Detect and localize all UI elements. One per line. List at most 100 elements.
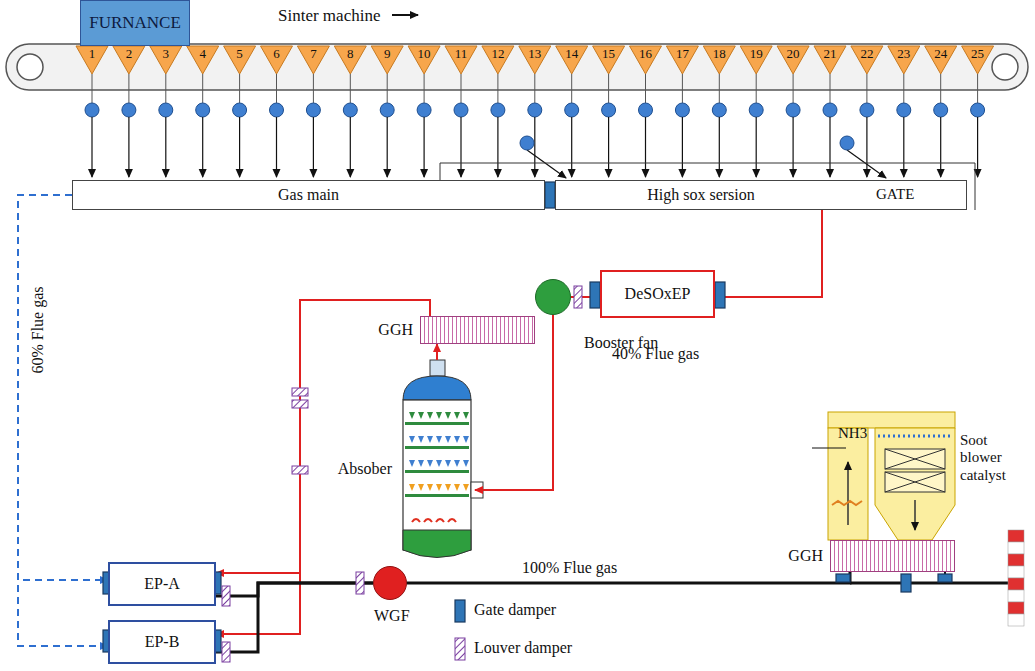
sinter-belt (6, 44, 1028, 90)
ep-box: EP-A (108, 562, 216, 606)
windbox (187, 46, 219, 74)
windbox-number: 21 (824, 47, 837, 62)
windbox-stem (866, 74, 867, 103)
absorber-tower: Absober (400, 360, 484, 565)
windbox-number: 14 (565, 47, 578, 62)
windbox-valve (159, 103, 173, 117)
nh3-feed (812, 448, 846, 449)
windbox-stem (387, 74, 388, 103)
windbox-number: 2 (126, 47, 133, 62)
windbox-number: 13 (528, 47, 541, 62)
louver-damper (292, 466, 308, 474)
windbox-stem (608, 74, 609, 103)
windbox (925, 46, 957, 74)
windbox (593, 46, 625, 74)
flow-arrow (792, 117, 793, 177)
flow-arrow (608, 117, 609, 177)
catalyst-cross (885, 472, 945, 492)
windbox-stem (128, 74, 129, 103)
windbox-stem (645, 74, 646, 103)
windbox (371, 46, 403, 74)
tower-dome (403, 376, 471, 400)
windbox (261, 46, 293, 74)
gas-inlet-flow (412, 519, 420, 522)
flow-arrow (571, 117, 572, 177)
flow-arrow (497, 117, 498, 177)
windbox (851, 46, 883, 74)
node-caption: Absober (338, 460, 392, 478)
stack-band (1008, 566, 1024, 578)
windbox (777, 46, 809, 74)
windbox-number: 23 (897, 47, 910, 62)
windbox (556, 46, 588, 74)
spray-drop (463, 484, 469, 491)
booster-fan: Booster fan (535, 279, 571, 315)
windbox-valve (85, 103, 99, 117)
spray-drop (445, 460, 451, 467)
node-label: EP-B (145, 633, 180, 651)
windbox (76, 46, 108, 74)
branch-line (847, 150, 886, 178)
gate-damper (455, 600, 465, 622)
flow-connector (715, 210, 822, 297)
windbox-number: 3 (163, 47, 170, 62)
flow-arrow (424, 117, 425, 177)
flow-arrow (534, 117, 535, 177)
node-caption: GGH (788, 547, 823, 565)
gas-inlet-flow (448, 519, 456, 522)
spray-level (405, 494, 469, 497)
flow-arrow (682, 117, 683, 177)
flow-share-label: 100% Flue gas (522, 559, 617, 577)
catalyst-layer (885, 449, 945, 469)
reactor-body (875, 428, 955, 540)
windbox-valve (786, 103, 800, 117)
belt-pulley (992, 54, 1018, 80)
flow-connector (216, 583, 373, 652)
windbox-valve (270, 103, 284, 117)
branch-line (527, 150, 566, 178)
windbox-valve (602, 103, 616, 117)
gate-damper (901, 574, 911, 592)
windbox-stem (92, 74, 93, 103)
windbox-number: 25 (971, 47, 984, 62)
windbox-valve (528, 103, 542, 117)
windbox-number: 5 (236, 47, 243, 62)
windbox-number: 12 (491, 47, 504, 62)
windbox-number: 24 (934, 47, 947, 62)
spray-level (405, 470, 469, 473)
tower-sump (403, 530, 471, 558)
windbox-valve (934, 103, 948, 117)
flow-arrow (128, 117, 129, 177)
windbox-valve (380, 103, 394, 117)
stack-band (1008, 602, 1024, 614)
flow-arrow (977, 117, 978, 177)
flow-connector (216, 300, 430, 573)
flow-arrow (313, 117, 314, 177)
ggh-heater: GGH (420, 316, 535, 344)
spray-drop (454, 484, 460, 491)
legend-text: Gate damper (474, 601, 556, 619)
windbox-stem (977, 74, 978, 103)
windbox-stem (793, 74, 794, 103)
windbox-valve (306, 103, 320, 117)
spray-drop (409, 460, 415, 467)
windbox-number: 4 (199, 47, 206, 62)
flow-connector (18, 195, 108, 646)
flow-arrow (165, 117, 166, 177)
wgf-fan: WGF (373, 566, 407, 600)
ggh-heater: GGH (830, 540, 955, 572)
windbox-number: 16 (639, 47, 652, 62)
stack-band (1008, 542, 1024, 554)
windbox (703, 46, 735, 74)
windbox-valve (749, 103, 763, 117)
diagram-label: Sinter machine (278, 6, 380, 26)
flow-connector (216, 583, 373, 596)
windbox (150, 46, 182, 74)
windbox-valve (712, 103, 726, 117)
node-label: High sox sersion (647, 186, 755, 204)
spray-drop (418, 412, 424, 419)
windbox (740, 46, 772, 74)
stack-band (1008, 578, 1024, 590)
windbox-number: 22 (860, 47, 873, 62)
node-caption: WGF (374, 607, 410, 625)
